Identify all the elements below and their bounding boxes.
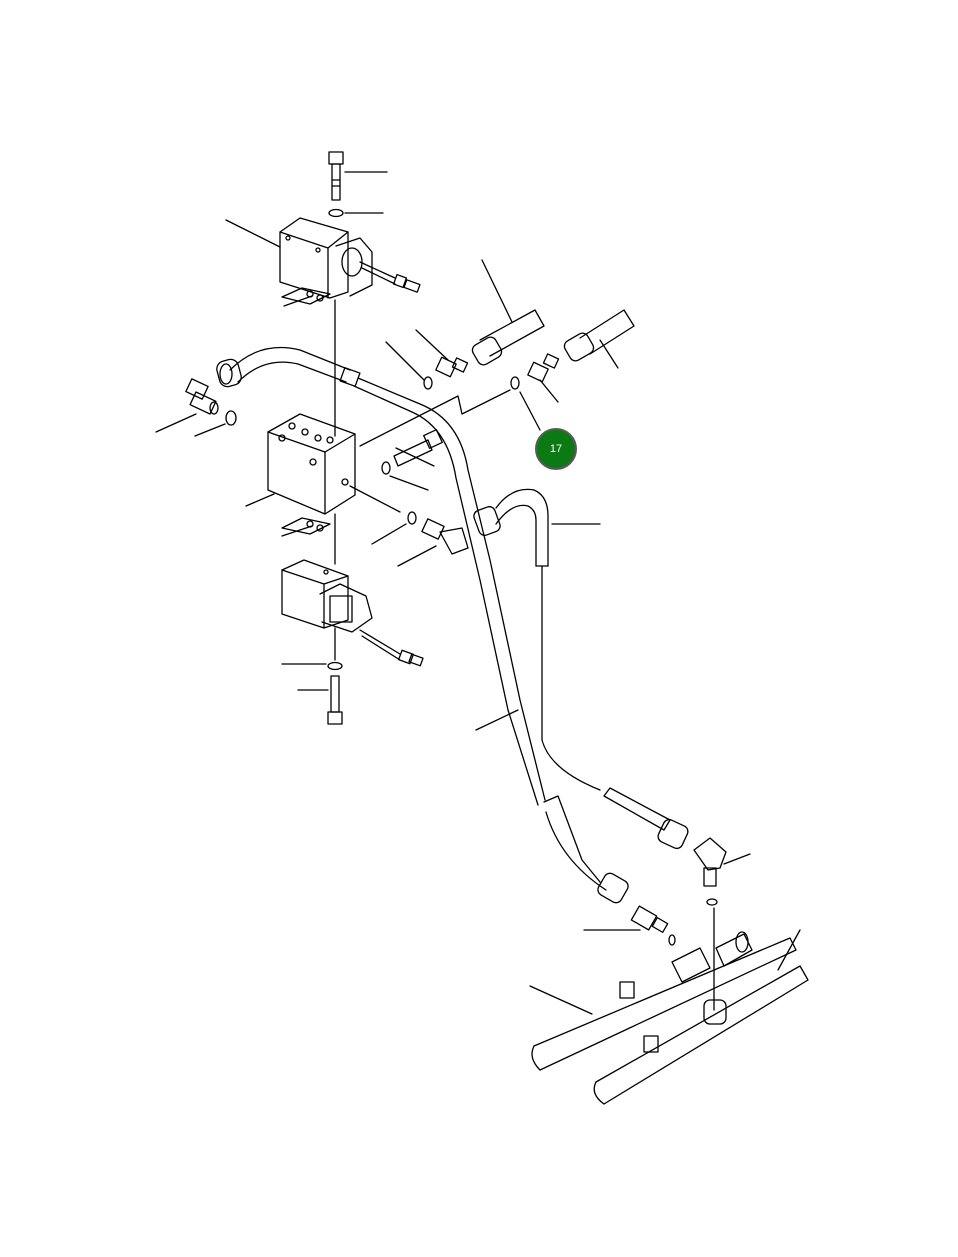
leader-line xyxy=(389,475,429,491)
left-elbow-fitting xyxy=(185,378,219,415)
lower-gasket xyxy=(281,517,331,535)
leader-line xyxy=(599,339,619,369)
washer xyxy=(706,898,718,906)
leader-line xyxy=(155,413,197,433)
hose-line xyxy=(353,385,539,806)
hose-end-upper-left xyxy=(471,309,545,366)
upper-solenoid-valve xyxy=(279,217,421,299)
o-ring xyxy=(407,511,417,525)
leader-line xyxy=(475,709,519,731)
side-bolt xyxy=(393,429,443,467)
straight-fitting xyxy=(435,356,469,378)
leader-line xyxy=(385,341,425,381)
leader-line xyxy=(371,523,407,545)
lower-straight-fitting xyxy=(630,905,669,933)
leader-line xyxy=(723,853,751,865)
upper-hose xyxy=(216,346,361,388)
callout-17[interactable]: 17 xyxy=(535,428,577,470)
hose-line xyxy=(357,377,546,801)
top-washer xyxy=(328,208,344,218)
lower-washer xyxy=(327,661,343,671)
lower-pipe-assembly xyxy=(531,931,809,1105)
o-ring xyxy=(668,934,676,946)
upper-gasket xyxy=(281,287,331,305)
leader-line xyxy=(225,219,281,248)
leader-line xyxy=(397,545,437,567)
o-ring xyxy=(225,410,237,426)
right-hose xyxy=(473,488,601,791)
hose-end-upper-right xyxy=(563,309,635,362)
o-ring xyxy=(510,376,520,390)
leader-line xyxy=(777,929,801,971)
top-bolt xyxy=(328,151,344,201)
manifold-block xyxy=(267,413,356,515)
lower-bolt xyxy=(327,675,343,725)
leader-line xyxy=(395,447,435,467)
leader-line xyxy=(283,295,313,307)
straight-fitting-right xyxy=(527,353,560,383)
tee-elbow xyxy=(693,837,727,887)
leader-line xyxy=(194,423,226,437)
o-ring xyxy=(423,376,433,390)
leader-line xyxy=(349,485,401,513)
lower-elbow-fitting xyxy=(421,518,469,555)
leader-line xyxy=(519,391,541,431)
washer xyxy=(381,461,391,475)
leader-line xyxy=(529,985,593,1015)
leader-line xyxy=(415,329,449,361)
lower-solenoid-valve xyxy=(281,559,424,667)
leader-line xyxy=(281,525,313,537)
break-line xyxy=(359,389,511,447)
right-hose-end xyxy=(603,787,689,850)
leader-line xyxy=(481,259,513,323)
leader-line xyxy=(539,379,559,403)
leader-line xyxy=(245,493,275,507)
lower-hose xyxy=(543,795,629,904)
